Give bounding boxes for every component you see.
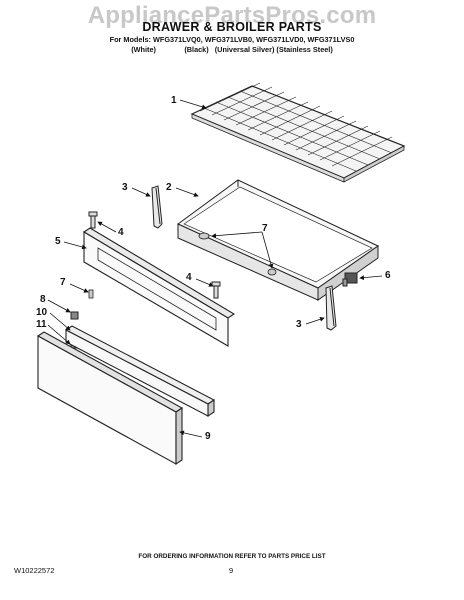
drawer-slide-left [151,185,163,229]
callout-3-right: 3 [296,319,302,330]
ordering-note: FOR ORDERING INFORMATION REFER TO PARTS … [138,553,326,560]
nut [70,311,79,320]
callout-1: 1 [171,95,177,106]
page-number: 9 [229,566,234,575]
model-list: For Models: WFG371LVQ0, WFG371LVB0, WFG3… [109,35,355,44]
screw-pan [267,268,277,276]
callout-6: 6 [385,270,391,281]
screw-drawer [198,232,210,240]
bolt-left [88,211,98,229]
kick-panel [36,331,184,466]
bolt-right [211,281,221,299]
callout-2: 2 [166,182,172,193]
watermark: AppliancePartsPros.com [87,2,377,29]
callout-10: 10 [36,307,48,318]
model-variants: (White) (Black) (Universal Silver) (Stai… [131,45,333,54]
rail-bar [64,325,216,418]
drawer-slide-right [325,285,337,331]
callout-7-top: 7 [262,223,268,234]
callout-3-left: 3 [122,182,128,193]
document-number: W10222572 [14,566,55,575]
callout-8: 8 [40,294,46,305]
callout-9: 9 [205,431,211,442]
drawer-front [82,227,236,347]
broiler-rack [190,82,406,183]
callout-4-left: 4 [118,227,124,238]
screw-front [88,289,94,299]
leader-lines [47,99,383,438]
callout-11: 11 [36,319,47,330]
clip [342,272,358,287]
callout-5: 5 [55,236,61,247]
page-title: DRAWER & BROILER PARTS [142,20,322,34]
broiler-pan [177,179,379,301]
callout-7-left: 7 [60,277,66,288]
callout-4-right: 4 [186,272,192,283]
